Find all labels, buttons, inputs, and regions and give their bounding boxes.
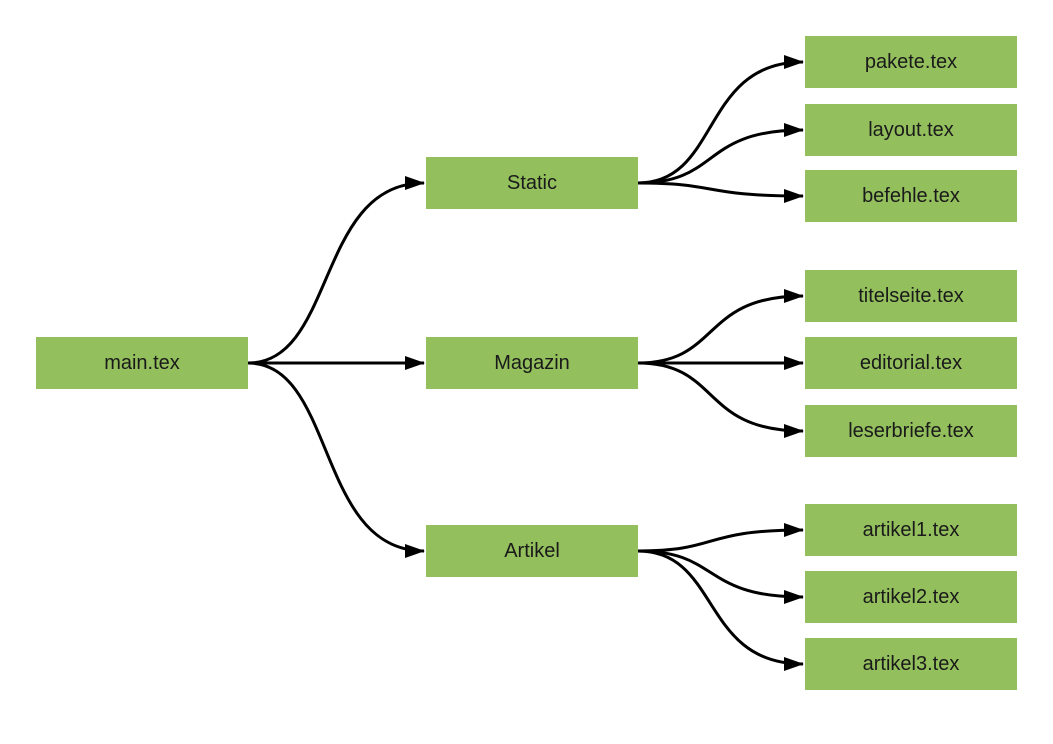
- node-static-box: [426, 157, 638, 209]
- node-artikel1-label: artikel1.tex: [863, 519, 960, 541]
- edge-static-to-befehle: [637, 181, 804, 203]
- node-editorial-label: editorial.tex: [860, 352, 962, 374]
- node-pakete-label: pakete.tex: [865, 51, 957, 73]
- node-main-label: main.tex: [104, 352, 180, 374]
- edge-artikel-to-artikel3: [637, 549, 804, 671]
- node-leserbriefe-box: [805, 405, 1017, 457]
- edge-artikel-to-artikel1: [637, 523, 804, 553]
- node-artikel3: artikel3.tex: [805, 638, 1017, 690]
- edge-magazin-to-leserbriefe: [637, 361, 804, 438]
- edge-main-to-artikel: [247, 361, 425, 558]
- node-artikel3-label: artikel3.tex: [863, 653, 960, 675]
- node-befehle-box: [805, 170, 1017, 222]
- node-editorial-box: [805, 337, 1017, 389]
- node-artikel2-label: artikel2.tex: [863, 586, 960, 608]
- node-artikel1-box: [805, 504, 1017, 556]
- node-artikel1: artikel1.tex: [805, 504, 1017, 556]
- node-magazin: Magazin: [426, 337, 638, 389]
- node-artikel: Artikel: [426, 525, 638, 577]
- node-static: Static: [426, 157, 638, 209]
- node-leserbriefe-label: leserbriefe.tex: [848, 420, 974, 442]
- node-artikel-label: Artikel: [504, 540, 560, 562]
- node-main: main.tex: [36, 337, 248, 389]
- node-artikel2-box: [805, 571, 1017, 623]
- edge-static-to-pakete: [637, 55, 804, 185]
- node-befehle: befehle.tex: [805, 170, 1017, 222]
- edge-magazin-to-titelseite: [637, 289, 804, 365]
- node-titelseite: titelseite.tex: [805, 270, 1017, 322]
- node-editorial: editorial.tex: [805, 337, 1017, 389]
- node-layout-box: [805, 104, 1017, 156]
- edges-layer: [247, 55, 804, 671]
- node-pakete: pakete.tex: [805, 36, 1017, 88]
- node-titelseite-label: titelseite.tex: [858, 285, 964, 307]
- node-layout-label: layout.tex: [868, 119, 954, 141]
- node-artikel2: artikel2.tex: [805, 571, 1017, 623]
- node-artikel-box: [426, 525, 638, 577]
- node-pakete-box: [805, 36, 1017, 88]
- edge-artikel-to-artikel2: [637, 549, 804, 604]
- node-static-label: Static: [507, 172, 557, 194]
- node-magazin-label: Magazin: [494, 352, 570, 374]
- edge-static-to-layout: [637, 123, 804, 185]
- node-titelseite-box: [805, 270, 1017, 322]
- node-befehle-label: befehle.tex: [862, 185, 960, 207]
- edge-main-to-static: [247, 176, 425, 365]
- node-magazin-box: [426, 337, 638, 389]
- node-leserbriefe: leserbriefe.tex: [805, 405, 1017, 457]
- node-artikel3-box: [805, 638, 1017, 690]
- node-main-box: [36, 337, 248, 389]
- node-layout: layout.tex: [805, 104, 1017, 156]
